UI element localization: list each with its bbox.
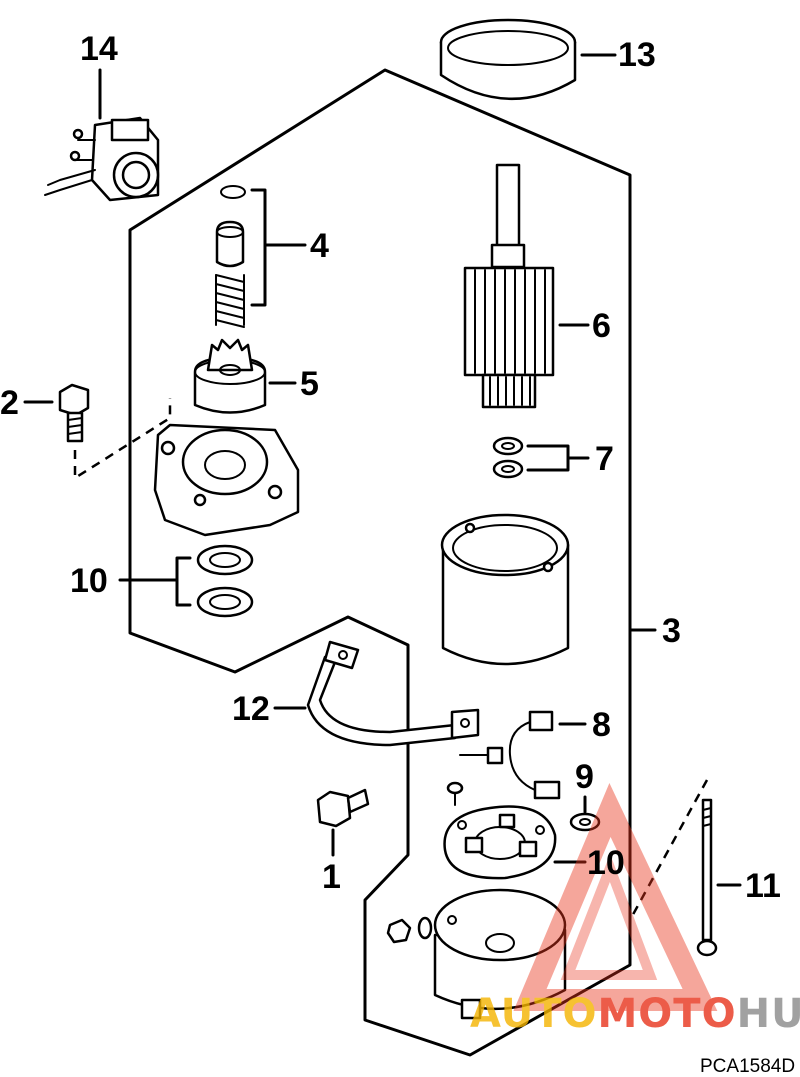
callout-3: 3 xyxy=(662,612,681,650)
callout-2: 2 xyxy=(0,384,19,422)
end-cap-nut-part xyxy=(386,916,433,944)
mounting-bolt-part xyxy=(58,383,90,443)
field-frame-part xyxy=(440,513,570,666)
assembly-group-outline xyxy=(128,68,632,1057)
callout-1: 1 xyxy=(322,858,341,896)
small-screw-part xyxy=(446,781,464,806)
armature-part xyxy=(463,163,555,409)
callout-8: 8 xyxy=(592,706,611,744)
callout-12: 12 xyxy=(232,690,270,728)
mounting-strap-part xyxy=(306,640,480,747)
callout-9: 9 xyxy=(575,758,594,796)
solenoid-part xyxy=(44,116,160,202)
callout-10-upper: 10 xyxy=(70,562,108,600)
through-bolt-part xyxy=(696,798,718,957)
callout-14: 14 xyxy=(80,30,118,68)
watermark-hub: HUB xyxy=(737,991,800,1037)
callout-5: 5 xyxy=(300,365,319,403)
drive-pinion-part xyxy=(193,338,267,414)
callout-4: 4 xyxy=(310,227,329,265)
callout-10-lower: 10 xyxy=(587,844,625,882)
figure-code: PCA1584D xyxy=(700,1056,795,1077)
callout-6: 6 xyxy=(592,307,611,345)
callout-11: 11 xyxy=(745,867,781,905)
thrust-washer-pair-part xyxy=(196,544,254,618)
terminal-nut-part xyxy=(569,812,601,832)
callout-7: 7 xyxy=(595,440,614,478)
watermark-triangle-icon xyxy=(513,783,718,1011)
strap-bolt-part xyxy=(316,788,370,828)
pinion-stop-kit-part xyxy=(215,185,246,328)
svg-text:AUTOMOTOHUB: AUTOMOTOHUB xyxy=(470,991,800,1037)
brush-lead-part xyxy=(459,710,561,800)
commutator-end-cap-part xyxy=(433,888,567,1020)
watermark-moto: MOTO xyxy=(598,991,737,1037)
callout-13: 13 xyxy=(618,36,656,74)
housing-band-part xyxy=(439,18,577,101)
automotohub-watermark: AUTOMOTOHUB xyxy=(470,783,800,1037)
watermark-auto: AUTO xyxy=(470,991,598,1037)
armature-washer-pair-part xyxy=(492,436,524,479)
drive-end-housing-part xyxy=(153,423,300,537)
brush-plate-part xyxy=(443,805,557,880)
